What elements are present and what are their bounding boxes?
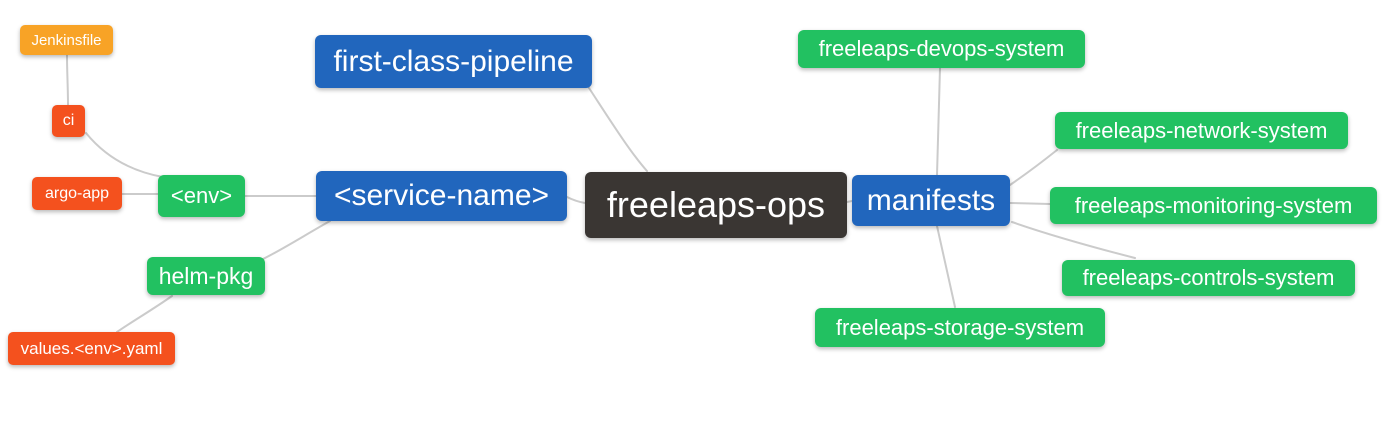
edge-manifests-storage: [936, 225, 956, 308]
node-jenkinsfile[interactable]: Jenkinsfile: [20, 25, 113, 55]
node-first-class-pipeline[interactable]: first-class-pipeline: [315, 35, 592, 88]
node-freeleaps-monitoring-system[interactable]: freeleaps-monitoring-system: [1050, 187, 1377, 224]
edge-root-manifests: [846, 200, 853, 203]
edge-jenkinsfile-ci: [66, 54, 69, 106]
node-values-env-yaml[interactable]: values.<env>.yaml: [8, 332, 175, 365]
edge-service-name-root: [566, 196, 586, 204]
node-freeleaps-controls-system[interactable]: freeleaps-controls-system: [1062, 260, 1355, 296]
node-freeleaps-devops-system[interactable]: freeleaps-devops-system: [798, 30, 1085, 68]
node-freeleaps-network-system[interactable]: freeleaps-network-system: [1055, 112, 1348, 149]
node-helm-pkg[interactable]: helm-pkg: [147, 257, 265, 295]
node-manifests[interactable]: manifests: [852, 175, 1010, 226]
node-service-name[interactable]: <service-name>: [316, 171, 567, 221]
edge-manifests-devops: [936, 67, 941, 176]
edge-first-class-pipeline-root: [588, 87, 648, 172]
edge-manifests-network: [1009, 149, 1058, 186]
node-ci[interactable]: ci: [52, 105, 85, 137]
node-argo-app[interactable]: argo-app: [32, 177, 122, 210]
node-freeleaps-ops-root[interactable]: freeleaps-ops: [585, 172, 847, 238]
edge-helm-pkg-values: [116, 295, 173, 333]
edge-manifests-controls: [1011, 221, 1136, 259]
edge-service-name-helm-pkg: [262, 220, 331, 260]
edge-manifests-monitoring: [1009, 202, 1051, 205]
node-freeleaps-storage-system[interactable]: freeleaps-storage-system: [815, 308, 1105, 347]
edge-ci-env: [85, 132, 164, 178]
node-env[interactable]: <env>: [158, 175, 245, 217]
